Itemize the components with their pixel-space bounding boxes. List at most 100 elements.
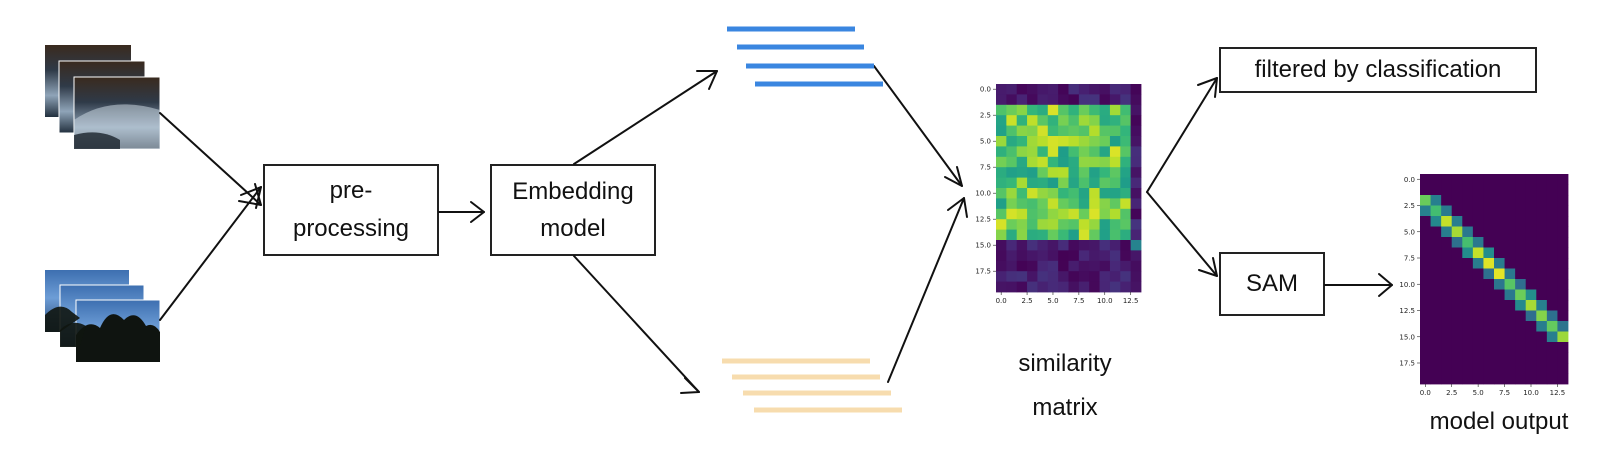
similarity-cell xyxy=(1099,240,1111,251)
similarity-cell xyxy=(1016,281,1028,293)
similarity-cell xyxy=(1006,219,1018,230)
model-output-cell xyxy=(1483,289,1495,301)
model-output-cell xyxy=(1557,247,1569,259)
model-output-cell xyxy=(1525,247,1537,259)
model-output-cell xyxy=(1462,352,1474,364)
model-output-cell xyxy=(1430,363,1442,374)
model-output-cell xyxy=(1536,331,1548,343)
similarity-cell xyxy=(1089,146,1100,158)
model-output-cell xyxy=(1462,237,1474,248)
model-output-cell xyxy=(1557,184,1569,196)
embedding-model-box[interactable]: Embedding model xyxy=(490,164,656,256)
similarity-cell xyxy=(1006,94,1018,106)
model-output-cell xyxy=(1472,268,1484,280)
similarity-cell xyxy=(1078,260,1090,272)
arrow-sam-to-output xyxy=(1324,273,1393,297)
model-output-cell xyxy=(1504,247,1516,259)
similarity-cell xyxy=(1109,208,1121,220)
model-output-cell xyxy=(1441,195,1453,206)
model-output-y-tick-label: 7.5 xyxy=(1404,255,1415,263)
model-output-cell xyxy=(1420,363,1431,374)
model-output-cell xyxy=(1525,373,1537,385)
model-output-cell xyxy=(1557,310,1569,322)
sam-box[interactable]: SAM xyxy=(1219,252,1325,316)
similarity-cell xyxy=(1089,156,1100,168)
model-output-cell xyxy=(1483,321,1495,332)
similarity-cell xyxy=(1078,115,1090,126)
model-output-cell xyxy=(1515,321,1527,332)
model-output-cell xyxy=(1525,237,1537,248)
similarity-cell xyxy=(1089,208,1100,220)
model-output-cell xyxy=(1420,289,1431,301)
similarity-cell xyxy=(1078,146,1090,158)
similarity-cell xyxy=(1109,167,1121,178)
similarity-cell xyxy=(1006,188,1018,199)
model-output-cell xyxy=(1546,289,1558,301)
similarity-cell xyxy=(996,188,1007,199)
similarity-cell xyxy=(1016,271,1028,282)
similarity-cell xyxy=(996,167,1007,178)
model-output-cell xyxy=(1483,237,1495,248)
similarity-cell xyxy=(1027,156,1038,168)
photo-stack-2-icon xyxy=(45,270,161,363)
similarity-cell xyxy=(1078,271,1090,282)
model-output-cell xyxy=(1557,289,1569,301)
similarity-cell xyxy=(1037,167,1049,178)
similarity-cell xyxy=(1099,271,1111,282)
model-output-cell xyxy=(1472,195,1484,206)
model-output-cell xyxy=(1441,216,1453,227)
model-output-x-tick-label: 10.0 xyxy=(1523,389,1539,397)
similarity-cell xyxy=(1047,104,1059,116)
similarity-x-tick-label: 0.0 xyxy=(996,297,1007,305)
similarity-cell xyxy=(1006,281,1018,293)
model-output-cell xyxy=(1472,226,1484,238)
model-output-cell xyxy=(1515,216,1527,227)
similarity-cell xyxy=(1099,125,1111,137)
model-output-cell xyxy=(1430,184,1442,196)
similarity-cell xyxy=(1016,156,1028,168)
similarity-cell xyxy=(996,156,1007,168)
similarity-cell xyxy=(1006,229,1018,241)
similarity-cell xyxy=(1037,271,1049,282)
model-output-cell xyxy=(1504,321,1516,332)
model-output-cell xyxy=(1420,300,1431,311)
similarity-cell xyxy=(1109,271,1121,282)
filtered-by-classification-box[interactable]: filtered by classification xyxy=(1219,47,1537,93)
similarity-cell xyxy=(1068,146,1080,158)
model-output-cell xyxy=(1483,310,1495,322)
similarity-cell xyxy=(1078,94,1090,106)
similarity-cell xyxy=(1130,104,1142,116)
similarity-cell xyxy=(1058,146,1069,158)
model-output-cell xyxy=(1462,300,1474,311)
similarity-cell xyxy=(1016,125,1028,137)
similarity-cell xyxy=(1016,94,1028,106)
model-output-cell xyxy=(1536,216,1548,227)
similarity-cell xyxy=(1078,229,1090,241)
similarity-cell xyxy=(1047,219,1059,230)
model-output-cell xyxy=(1441,342,1453,353)
similarity-cell xyxy=(1099,219,1111,230)
model-output-cell xyxy=(1504,279,1516,290)
similarity-cell xyxy=(1120,281,1132,293)
similarity-cell xyxy=(1058,136,1069,147)
model-output-cell xyxy=(1483,258,1495,269)
similarity-cell xyxy=(1130,188,1142,199)
model-output-cell xyxy=(1525,195,1537,206)
model-output-cell xyxy=(1536,363,1548,374)
similarity-cell xyxy=(1068,125,1080,137)
similarity-cell xyxy=(1130,271,1142,282)
similarity-cell xyxy=(1120,146,1132,158)
model-output-cell xyxy=(1420,342,1431,353)
preprocessing-box[interactable]: pre- processing xyxy=(263,164,439,256)
model-output-cell xyxy=(1441,184,1453,196)
similarity-cell xyxy=(1058,219,1069,230)
model-output-cell xyxy=(1536,247,1548,259)
similarity-x-tick-label: 7.5 xyxy=(1073,297,1084,305)
model-output-cell xyxy=(1494,289,1505,301)
similarity-cell xyxy=(1099,146,1111,158)
similarity-cell xyxy=(1058,156,1069,168)
model-output-cell xyxy=(1430,237,1442,248)
model-output-cell xyxy=(1525,258,1537,269)
model-output-cell xyxy=(1536,184,1548,196)
